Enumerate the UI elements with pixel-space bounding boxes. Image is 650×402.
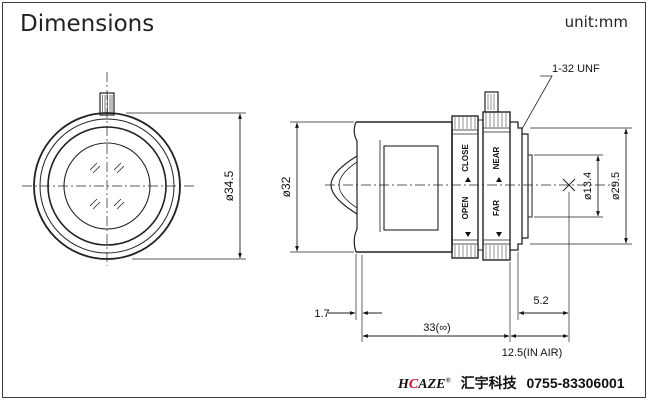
footer-brand: HCAZE® 汇宇科技 0755-83306001 — [398, 373, 625, 393]
front-glass-dome — [330, 155, 358, 215]
rear-glass — [528, 154, 533, 218]
far-arrow-icon — [496, 232, 502, 237]
focus-ring — [482, 111, 511, 261]
iris-knob — [99, 92, 115, 116]
open-label: OPEN — [461, 196, 470, 219]
front-diameter-label: ø34.5 — [222, 170, 236, 201]
focus-knob — [484, 91, 499, 113]
mount-thread — [522, 133, 529, 239]
unit-label: unit:mm — [564, 13, 628, 31]
near-arrow-icon — [496, 177, 502, 182]
company-logo: HCAZE® — [398, 376, 451, 392]
dim-12-5-label: 12.5(IN AIR) — [502, 347, 563, 359]
front-diameter-32-label: ø32 — [279, 176, 293, 197]
side-view — [290, 75, 632, 342]
front-barrel-edge — [353, 121, 358, 253]
close-arrow-icon — [465, 177, 471, 182]
glass-reflections — [89, 162, 125, 210]
iris-ring — [451, 115, 479, 259]
rear-diameter-label: ø29.5 — [610, 172, 622, 200]
rear-mount — [510, 121, 523, 251]
drawing-frame — [2, 2, 646, 398]
ring-2 — [39, 118, 175, 254]
thread-leader — [521, 75, 553, 130]
close-label: CLOSE — [461, 144, 470, 172]
thread-label: 1-32 UNF — [552, 63, 600, 75]
open-arrow-icon — [465, 232, 471, 237]
outer-ring — [33, 112, 181, 260]
inner-diameter-label: ø13.4 — [582, 172, 594, 200]
company-name: 汇宇科技 — [460, 375, 517, 391]
front-glass — [63, 142, 151, 230]
company-phone: 0755-83306001 — [526, 375, 625, 391]
dim-33-label: 33(∞) — [423, 322, 450, 334]
ring-3 — [47, 126, 167, 246]
dim-5-2-label: 5.2 — [533, 295, 548, 307]
page-title: Dimensions — [20, 11, 155, 37]
dim-1-7-label: 1.7 — [314, 308, 329, 320]
front-view — [22, 72, 246, 266]
barrel-window — [383, 145, 439, 231]
far-label: FAR — [492, 200, 501, 216]
near-label: NEAR — [492, 146, 501, 169]
